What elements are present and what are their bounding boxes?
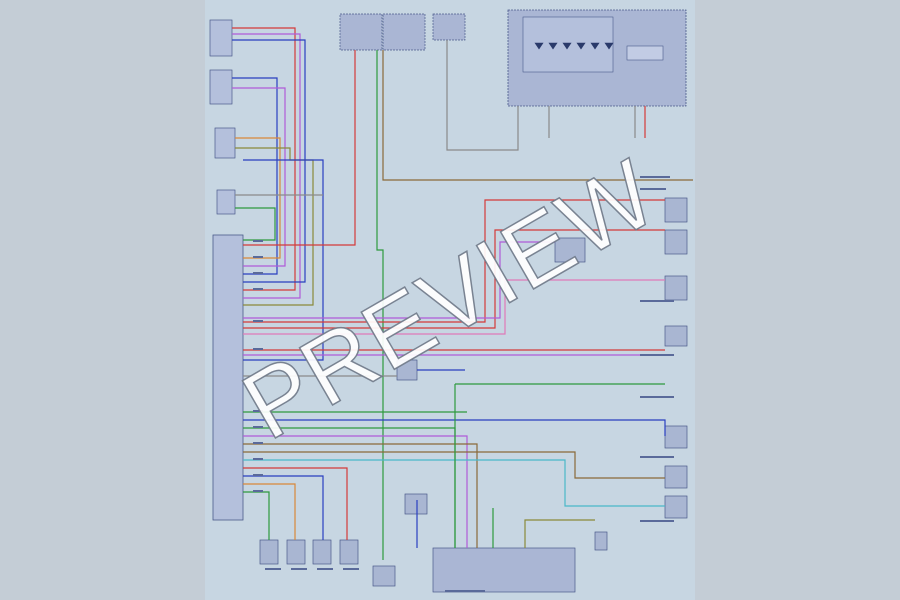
diode-array bbox=[534, 42, 614, 50]
solenoid-2 bbox=[664, 229, 688, 255]
speed-sensor bbox=[664, 325, 688, 347]
pressure-switch-3 bbox=[664, 495, 688, 519]
tcc-switch bbox=[404, 493, 428, 515]
pcm-connector bbox=[212, 234, 244, 521]
wiring-diagram bbox=[209, 9, 693, 593]
junction-block bbox=[554, 237, 586, 263]
brake-switch bbox=[372, 565, 396, 587]
wire-label-marks bbox=[253, 176, 674, 592]
solenoid-1 bbox=[664, 197, 688, 223]
solenoid-3 bbox=[664, 275, 688, 301]
solenoid-bottom-4 bbox=[339, 539, 359, 565]
wiring-diagram-sheet bbox=[205, 0, 695, 600]
range-sensor bbox=[594, 531, 608, 551]
pressure-switch-2 bbox=[664, 465, 688, 489]
sensor-connector-3 bbox=[214, 127, 236, 159]
solenoid-bottom-2 bbox=[286, 539, 306, 565]
relay-block bbox=[339, 13, 383, 51]
pressure-switch-1 bbox=[664, 425, 688, 449]
fuse-block-2 bbox=[432, 13, 466, 41]
solenoid-bottom-3 bbox=[312, 539, 332, 565]
solenoid-bottom-1 bbox=[259, 539, 279, 565]
transmission-range-switch bbox=[432, 547, 576, 593]
vss-sensor bbox=[396, 359, 418, 381]
sensor-connector-4 bbox=[216, 189, 236, 215]
module-sub-block bbox=[626, 45, 664, 61]
sensor-connector-2 bbox=[209, 69, 233, 105]
wires bbox=[232, 27, 693, 560]
sensor-connector-1 bbox=[209, 19, 233, 57]
fuse-block bbox=[382, 13, 426, 51]
